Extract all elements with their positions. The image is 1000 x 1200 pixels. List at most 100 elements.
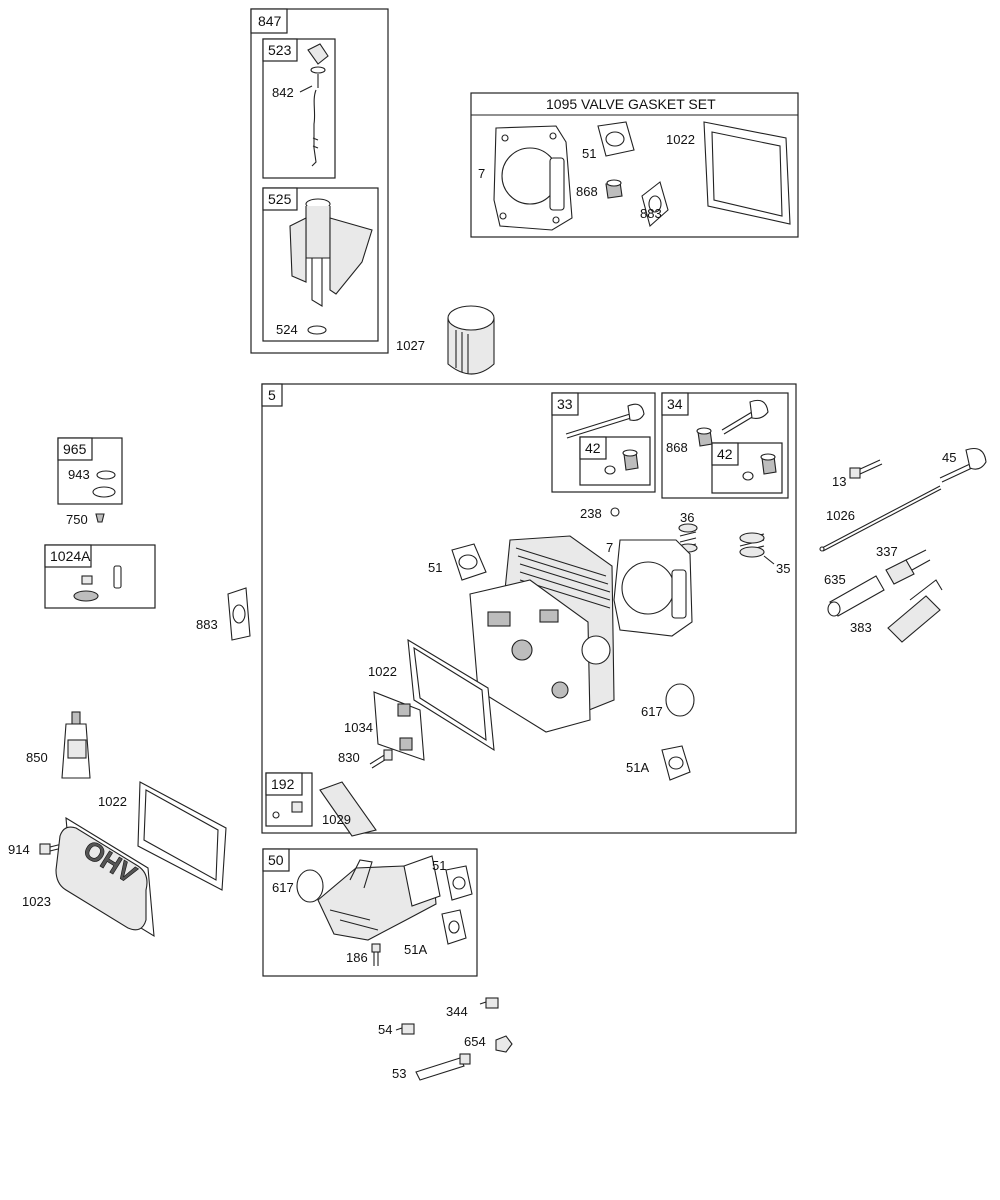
group-1024A: 1024A	[44, 544, 156, 609]
label-51Ab: 51A	[404, 942, 427, 957]
cover-gasket-part	[703, 121, 791, 225]
label-35: 35	[776, 561, 790, 576]
gasket-51Ab-part	[441, 909, 467, 945]
label-vg-1022: 1022	[666, 132, 695, 147]
group-50: 50 617 51 51A 186	[262, 848, 478, 977]
label-192: 192	[271, 776, 295, 792]
screw-750-part	[95, 513, 105, 523]
label-965: 965	[63, 441, 87, 457]
right-tools-group: 13 45 1026 337 635 383	[819, 447, 987, 643]
tool-383-part	[887, 579, 943, 643]
tag-847	[250, 8, 288, 34]
label-750: 750	[66, 512, 88, 527]
label-850: 850	[26, 750, 48, 765]
cover-plate-part	[92, 486, 116, 498]
label-vg-51: 51	[582, 146, 596, 161]
oil-filter-part	[447, 305, 495, 375]
tag-50	[262, 848, 290, 872]
valve-45-part	[939, 447, 987, 483]
label-1026: 1026	[826, 508, 855, 523]
tool-635-part	[827, 575, 885, 617]
intake-gasket-51-part	[451, 543, 487, 581]
screw-344-part	[479, 997, 499, 1009]
tag-42b	[711, 442, 739, 466]
label-51A: 51A	[626, 760, 649, 775]
fitting-192-part	[272, 801, 303, 819]
tag-1024A	[44, 544, 92, 568]
label-1034: 1034	[344, 720, 373, 735]
bolt-13-part	[849, 459, 883, 479]
group-valve-gasket-set: 1095 VALVE GASKET SET 7 51 868 883	[470, 92, 799, 238]
gasket-51A-part	[661, 745, 691, 781]
label-13: 13	[832, 474, 846, 489]
head-gasket-part	[493, 125, 573, 231]
label-53: 53	[392, 1066, 406, 1081]
valve-key-part	[610, 507, 620, 517]
label-1022b: 1022	[368, 664, 397, 679]
box-523	[262, 38, 336, 179]
tag-34	[661, 392, 689, 416]
valve-seal-part	[605, 179, 623, 199]
intake-gasket-part	[597, 121, 635, 157]
label-883b: 883	[196, 617, 218, 632]
dipstick-part	[307, 43, 329, 167]
label-vg-7: 7	[478, 166, 485, 181]
label-847: 847	[258, 13, 282, 29]
label-7b: 7	[606, 540, 613, 555]
label-524: 524	[276, 322, 298, 337]
label-654: 654	[464, 1034, 486, 1049]
label-45: 45	[942, 450, 956, 465]
stud-53-part	[415, 1053, 471, 1081]
tag-42a	[579, 436, 607, 460]
label-943: 943	[68, 467, 90, 482]
fitting-186-part	[371, 943, 381, 966]
label-5: 5	[268, 387, 276, 403]
exhaust-gasket-part	[641, 181, 669, 228]
tag-965	[57, 437, 93, 461]
label-525: 525	[268, 191, 292, 207]
group-965: 965 943	[57, 437, 123, 505]
box-1095	[470, 92, 799, 238]
label-635: 635	[824, 572, 846, 587]
valve-gasket-set-title: 1095 VALVE GASKET SET	[546, 96, 716, 112]
label-186: 186	[346, 950, 368, 965]
label-1024A: 1024A	[50, 548, 91, 564]
head-gasket-7-part	[613, 539, 693, 637]
label-50: 50	[268, 852, 284, 868]
cover-gasket-1022c-part	[137, 781, 227, 891]
intake-valve-part	[565, 403, 645, 439]
label-337: 337	[876, 544, 898, 559]
breather-plate-part	[373, 691, 425, 761]
label-238: 238	[580, 506, 602, 521]
group-847: 847 523 842 525 524	[250, 8, 389, 354]
label-1029: 1029	[322, 812, 351, 827]
box-847	[250, 8, 389, 354]
gasket-943-part	[96, 470, 116, 480]
label-33: 33	[557, 396, 573, 412]
dipstick-tube-part	[289, 198, 373, 335]
label-vg-868: 868	[576, 184, 598, 199]
label-1027: 1027	[396, 338, 425, 353]
label-42b: 42	[717, 446, 733, 462]
box-34	[661, 392, 789, 499]
tag-523	[262, 38, 298, 62]
label-51b: 51	[428, 560, 442, 575]
exhaust-valve-part	[696, 399, 769, 447]
o-ring-617b-part	[296, 869, 324, 903]
tag-33	[551, 392, 579, 416]
screw-830-part	[369, 749, 393, 769]
label-51c: 51	[432, 858, 446, 873]
o-ring-617-part	[665, 683, 695, 717]
deflector-1029-part	[319, 781, 377, 837]
label-914: 914	[8, 842, 30, 857]
box-525	[262, 187, 379, 342]
intake-manifold-part	[317, 855, 441, 941]
gasket-51c-part	[445, 865, 473, 901]
spark-plug-337-part	[885, 549, 931, 585]
push-rod-1026-part	[819, 485, 942, 552]
label-842: 842	[272, 85, 294, 100]
box-42b	[711, 442, 783, 494]
box-33	[551, 392, 656, 493]
